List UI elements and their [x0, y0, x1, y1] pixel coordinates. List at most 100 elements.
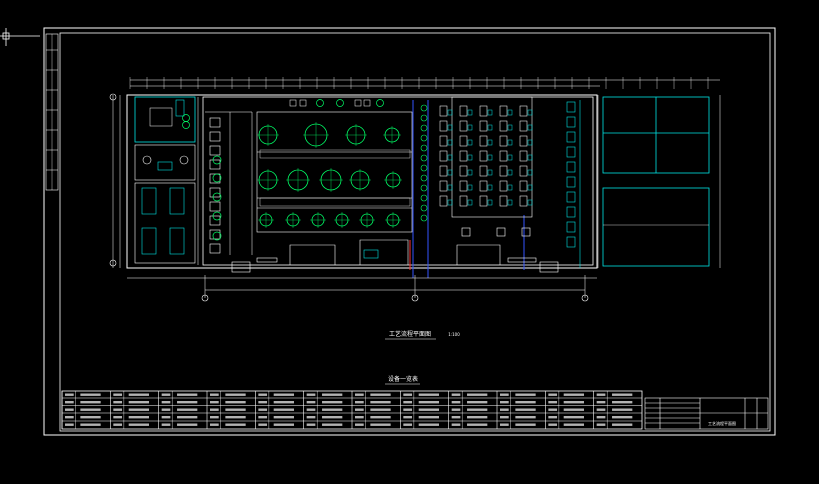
cabinet-unit	[566, 191, 576, 203]
top-dimension-chain	[130, 79, 720, 87]
cell-mark	[548, 401, 558, 404]
fermentation-tanks	[257, 122, 402, 228]
cell-mark	[161, 393, 171, 396]
rack-unit	[479, 165, 488, 177]
top-dimension-ticks	[129, 77, 709, 89]
rack-unit	[459, 195, 468, 207]
cell-mark	[370, 393, 391, 396]
top-valves	[182, 99, 384, 129]
cell-mark	[161, 416, 171, 419]
valve-icon	[420, 134, 428, 142]
cell-mark	[612, 416, 633, 419]
rack-unit-tag	[467, 109, 473, 116]
cell-mark	[500, 408, 509, 411]
unit-box	[209, 201, 221, 212]
title-block	[644, 397, 769, 430]
cell-mark	[612, 423, 633, 426]
cell-mark	[467, 423, 488, 426]
rack-unit	[499, 195, 508, 207]
cell-mark	[177, 401, 198, 404]
binding-strip	[45, 33, 59, 191]
unit-box	[209, 215, 221, 226]
cell-mark	[210, 416, 219, 419]
cell-mark	[128, 393, 149, 396]
right-dimension-chain	[597, 95, 721, 268]
cell-mark	[355, 408, 364, 411]
pump-box	[496, 227, 506, 237]
cell-mark	[306, 401, 316, 404]
cell-mark	[273, 408, 294, 411]
valve-icon	[212, 155, 222, 165]
cell-mark	[596, 393, 606, 396]
rack-units	[439, 101, 576, 248]
sheet-inner-border	[59, 32, 771, 432]
cell-mark	[370, 416, 391, 419]
cell-mark	[128, 423, 149, 426]
rack-unit-tag	[447, 109, 453, 116]
cell-mark	[403, 401, 413, 404]
rack-unit	[479, 150, 488, 162]
cell-mark	[596, 416, 606, 419]
cell-mark	[355, 393, 364, 396]
rack-unit	[519, 165, 528, 177]
valve-icon	[420, 144, 428, 152]
cell-mark	[418, 393, 439, 396]
unit-box	[209, 145, 221, 156]
cell-mark	[467, 416, 488, 419]
valve-icon	[212, 192, 222, 202]
rack-unit	[479, 135, 488, 147]
cell-mark	[80, 393, 101, 396]
rack-unit	[519, 135, 528, 147]
cell-mark	[612, 401, 633, 404]
cell-mark	[80, 423, 101, 426]
cell-mark	[80, 408, 101, 411]
cell-mark	[370, 423, 391, 426]
cell-mark	[403, 416, 413, 419]
rack-unit-tag	[447, 124, 453, 131]
rack-unit-tag	[447, 184, 453, 191]
cell-mark	[500, 393, 509, 396]
cell-mark	[128, 408, 149, 411]
rack-unit-tag	[447, 139, 453, 146]
rack-unit	[499, 105, 508, 117]
cell-mark	[355, 401, 364, 404]
cell-mark	[113, 423, 123, 426]
cell-mark	[612, 408, 633, 411]
rack-unit	[479, 120, 488, 132]
unit-box	[209, 159, 221, 170]
cell-mark	[161, 408, 171, 411]
left-service-rooms	[134, 96, 199, 265]
cell-mark	[322, 408, 343, 411]
cell-mark	[322, 423, 343, 426]
rack-unit-tag	[507, 139, 513, 146]
valve-icon	[182, 114, 190, 122]
rack-unit-tag	[467, 169, 473, 176]
rack-unit-tag	[487, 109, 493, 116]
rack-unit	[499, 165, 508, 177]
valve-icon	[420, 204, 428, 212]
fitting-box	[289, 99, 297, 107]
rack-unit-tag	[447, 154, 453, 161]
pump-box	[461, 227, 471, 237]
cell-mark	[210, 408, 219, 411]
cabinet-unit	[566, 116, 576, 128]
cell-mark	[563, 416, 584, 419]
fitting-box	[299, 99, 307, 107]
cell-mark	[113, 401, 123, 404]
cell-mark	[322, 393, 343, 396]
rack-unit	[459, 150, 468, 162]
cell-mark	[273, 401, 294, 404]
cell-mark	[80, 401, 101, 404]
cell-mark	[515, 393, 536, 396]
sheet-title: 工艺流程平面图	[708, 420, 736, 426]
valve-icon	[420, 164, 428, 172]
rack-unit-tag	[467, 199, 473, 206]
grid-axis-bubble	[109, 93, 117, 101]
unit-box	[209, 229, 221, 240]
rack-unit	[499, 135, 508, 147]
cell-mark	[500, 401, 509, 404]
rack-unit	[519, 120, 528, 132]
cabinet-unit	[566, 236, 576, 248]
cell-mark	[113, 416, 123, 419]
